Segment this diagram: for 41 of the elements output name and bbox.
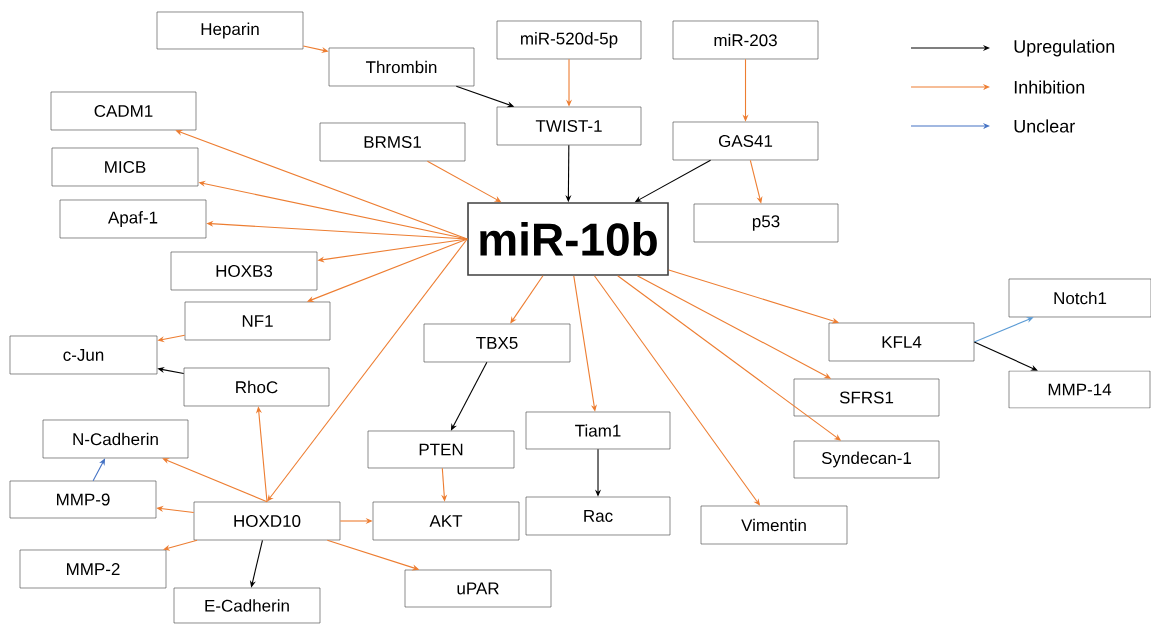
central-box: miR-10b [467,202,669,276]
gene-box: PTEN [367,430,515,469]
arrow [267,238,468,502]
gene-box: Rac [525,496,671,536]
arrow [510,275,544,324]
gene-box: GAS41 [672,121,819,161]
gene-box: TBX5 [423,323,571,363]
gene-box: Apaf-1 [59,199,207,239]
gene-box: Notch1 [1008,278,1151,318]
gene-box: MMP-9 [9,480,157,519]
gene-box: E-Cadherin [173,587,321,624]
gene-box: AKT [372,501,520,541]
gene-box: miR-520d-5p [496,20,642,60]
gene-box: c-Jun [9,335,158,375]
gene-box: KFL4 [828,322,975,362]
arrow [973,341,1038,371]
legend-label: Unclear [1014,119,1075,133]
gene-box: Heparin [156,11,304,50]
gene-box: Tiam1 [525,411,671,450]
gene-box: HOXB3 [170,251,318,291]
gene-box: Syndecan-1 [793,440,940,479]
gene-box: MMP-14 [1008,370,1151,409]
gene-box: HOXD10 [193,501,341,541]
gene-box: TWIST-1 [496,106,642,146]
gene-box: p53 [693,203,839,243]
gene-box: NF1 [184,301,331,341]
gene-box: BRMS1 [319,122,466,162]
gene-box: miR-203 [672,20,819,60]
arrow [162,458,268,503]
gene-box: MICB [51,147,199,187]
gene-box: N-Cadherin [42,419,189,459]
gene-box: Vimentin [700,505,848,545]
gene-box: RhoC [183,367,330,407]
gene-box: CADM1 [50,91,197,131]
legend-label: Inhibition [1014,80,1085,94]
arrow [92,458,106,482]
gene-box: Thrombin [328,47,475,87]
gene-box: uPAR [404,569,552,608]
gene-box: SFRS1 [793,378,940,417]
gene-box: MMP-2 [19,549,167,589]
legend-label: Upregulation [1014,39,1115,57]
